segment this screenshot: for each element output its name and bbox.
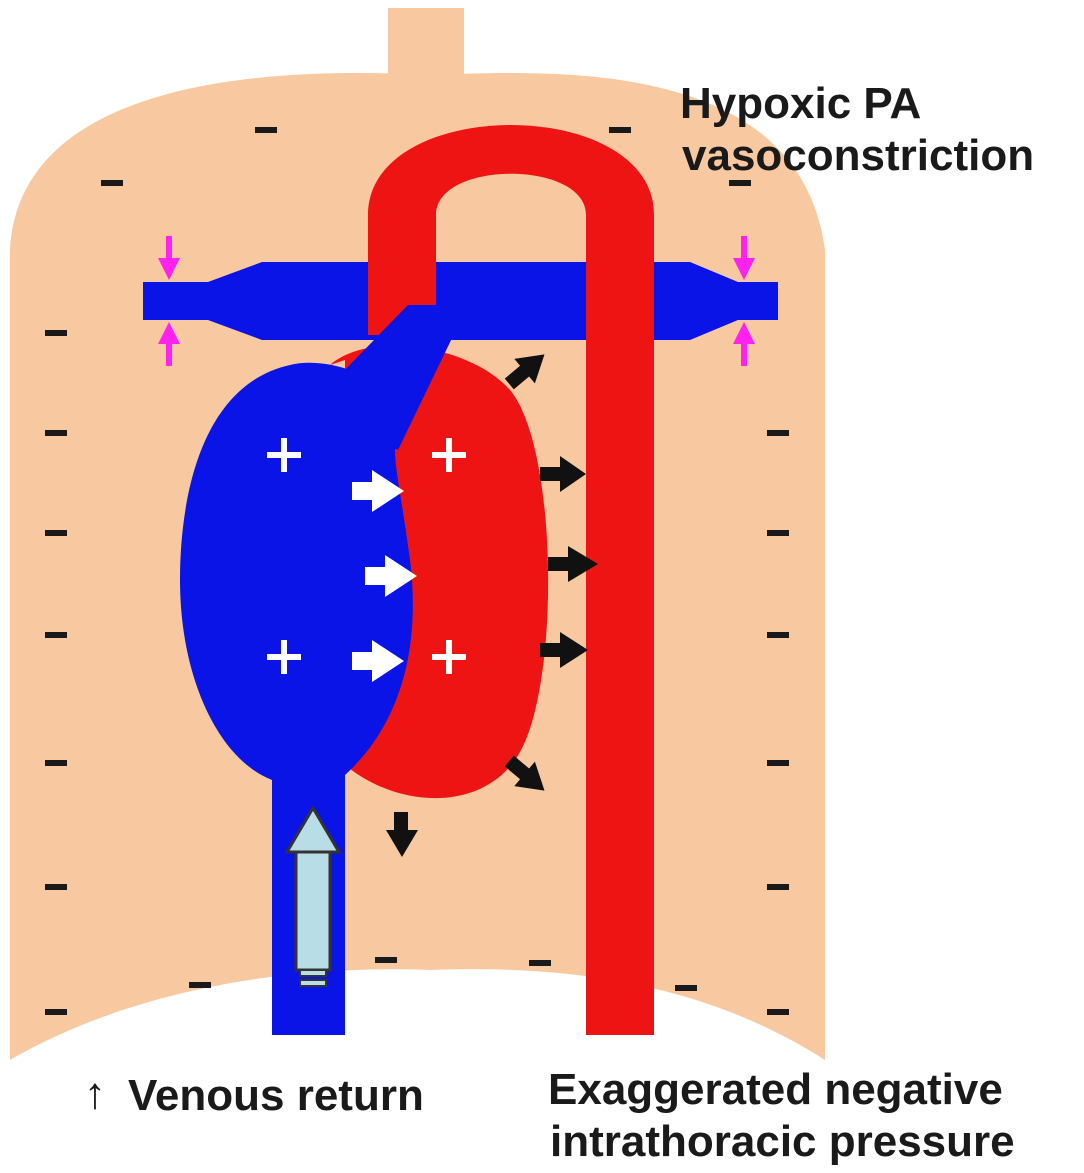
minus-sign-5 — [45, 330, 67, 336]
minus-sign-9 — [45, 760, 67, 766]
minus-sign-4 — [729, 180, 751, 186]
minus-sign-6 — [45, 430, 67, 436]
venous-return-label: Venous return — [128, 1074, 424, 1118]
hypoxic-label-line1: Hypoxic PA — [680, 82, 921, 126]
minus-sign-8 — [45, 632, 67, 638]
pressure-label-line1: Exaggerated negative — [548, 1068, 1003, 1112]
minus-sign-14 — [767, 632, 789, 638]
minus-sign-16 — [767, 884, 789, 890]
minus-sign-21 — [675, 985, 697, 991]
minus-sign-10 — [45, 884, 67, 890]
minus-sign-1 — [255, 127, 277, 133]
pulmonary-bar — [143, 262, 778, 340]
hypoxic-label-line2: vasoconstriction — [682, 134, 1034, 178]
venous-return-arrow-glyph: ↑ — [84, 1072, 106, 1116]
minus-sign-17 — [767, 1009, 789, 1015]
minus-sign-15 — [767, 760, 789, 766]
minus-sign-2 — [609, 127, 631, 133]
pressure-label-line2: intrathoracic pressure — [550, 1120, 1015, 1164]
minus-sign-20 — [529, 960, 551, 966]
minus-sign-7 — [45, 530, 67, 536]
minus-sign-11 — [45, 1009, 67, 1015]
pulmonary-vessel — [143, 262, 778, 340]
minus-sign-12 — [767, 430, 789, 436]
minus-sign-19 — [375, 957, 397, 963]
minus-sign-18 — [189, 982, 211, 988]
minus-sign-13 — [767, 530, 789, 536]
minus-sign-3 — [101, 180, 123, 186]
